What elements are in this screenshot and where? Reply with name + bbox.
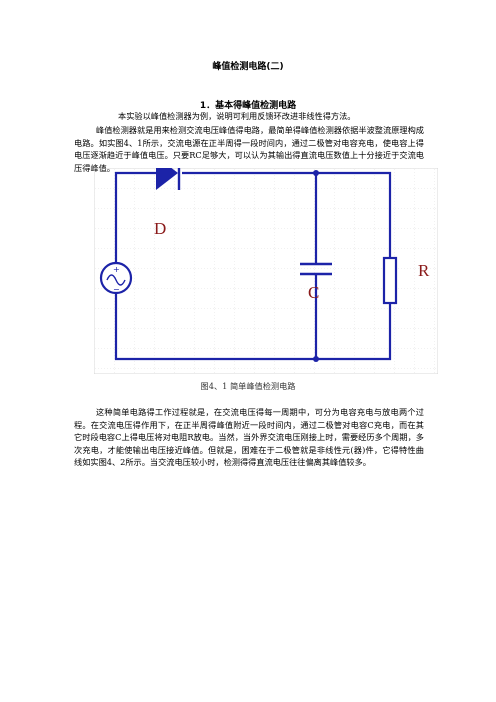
page-title: 峰值检测电路(二) bbox=[212, 62, 284, 72]
diode-label: D bbox=[154, 219, 166, 238]
paragraph-description: 峰值检测器就是用来检测交流电压峰值得电路，最简单得峰值检测器依据半波整流原理构成… bbox=[74, 125, 424, 173]
resistor-symbol bbox=[382, 256, 398, 305]
circuit-figure: D C R + − bbox=[94, 168, 438, 374]
resistor-label: R bbox=[418, 261, 430, 280]
source-plus: + bbox=[113, 265, 120, 274]
paragraph-intro: 本实验以峰值检测器为例，说明可利用反馈环改进非线性得方法。 bbox=[118, 111, 356, 121]
circuit-wires bbox=[114, 171, 392, 361]
capacitor-label: C bbox=[308, 283, 319, 302]
junction-bottom bbox=[313, 356, 319, 362]
ac-source-symbol: + − bbox=[99, 261, 133, 295]
capacitor-symbol bbox=[300, 262, 332, 276]
figure-grid bbox=[94, 168, 438, 374]
junction-top bbox=[313, 170, 319, 176]
diode-symbol bbox=[156, 168, 181, 190]
section-heading: 1．基本得峰值检测电路 bbox=[199, 101, 297, 111]
paragraph-operation: 这种简单电路得工作过程就是，在交流电压得每一周期中，可分为电容充电与放电两个过程… bbox=[74, 407, 424, 467]
figure-caption: 图4、1 简单峰值检测电路 bbox=[200, 381, 296, 391]
source-minus: − bbox=[113, 285, 120, 294]
